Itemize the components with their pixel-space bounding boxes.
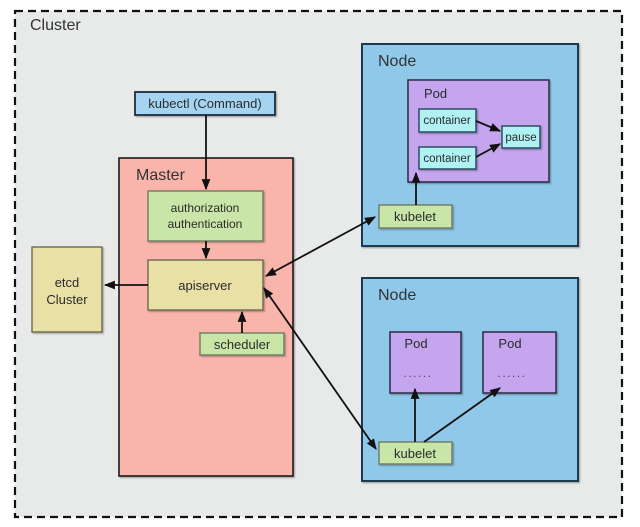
node-bottom-pod-right-dots: ...... (497, 366, 526, 380)
auth-label-line1: authorization (171, 201, 240, 215)
scheduler-label: scheduler (214, 337, 271, 352)
etcd-label-line2: Cluster (46, 292, 88, 307)
edge-apiserver-kubelet-top (265, 216, 376, 277)
auth-label-line2: authentication (168, 217, 243, 231)
kubelet-bottom-label: kubelet (394, 446, 436, 461)
master-label: Master (136, 167, 186, 184)
kubectl-label: kubectl (Command) (148, 96, 261, 111)
edge-container1-to-pause (475, 120, 502, 132)
node-bottom-label: Node (378, 287, 416, 304)
apiserver-label: apiserver (178, 278, 232, 293)
node-bottom-pod-right-label: Pod (498, 336, 521, 351)
container-label-1: container (423, 115, 470, 127)
pause-box (501, 125, 541, 149)
apiserver-box (147, 259, 264, 311)
edge-container2-to-pause (475, 143, 501, 158)
auth-box (147, 190, 264, 242)
container-label-2: container (423, 153, 470, 165)
kubectl-box (134, 91, 276, 116)
node-top-pod-label: Pod (424, 86, 447, 101)
node-bottom-pod-left-dots: ...... (403, 366, 432, 380)
cluster-label: Cluster (30, 17, 81, 34)
container-box-2 (418, 146, 477, 170)
pause-label: pause (505, 132, 536, 144)
node-bottom-pod-right-box (482, 331, 557, 394)
node-bottom-pod-left-box (389, 331, 462, 394)
container-box-1 (418, 108, 477, 133)
node-top-label: Node (378, 53, 416, 70)
edge-apiserver-kubelet-bottom (263, 287, 377, 450)
etcd-box (31, 246, 103, 333)
etcd-label-line1: etcd (55, 275, 80, 290)
node-bottom-pod-left-label: Pod (404, 336, 427, 351)
edge-kubelet-bottom-to-pod-right (423, 387, 501, 443)
kubelet-top-label: kubelet (394, 209, 436, 224)
